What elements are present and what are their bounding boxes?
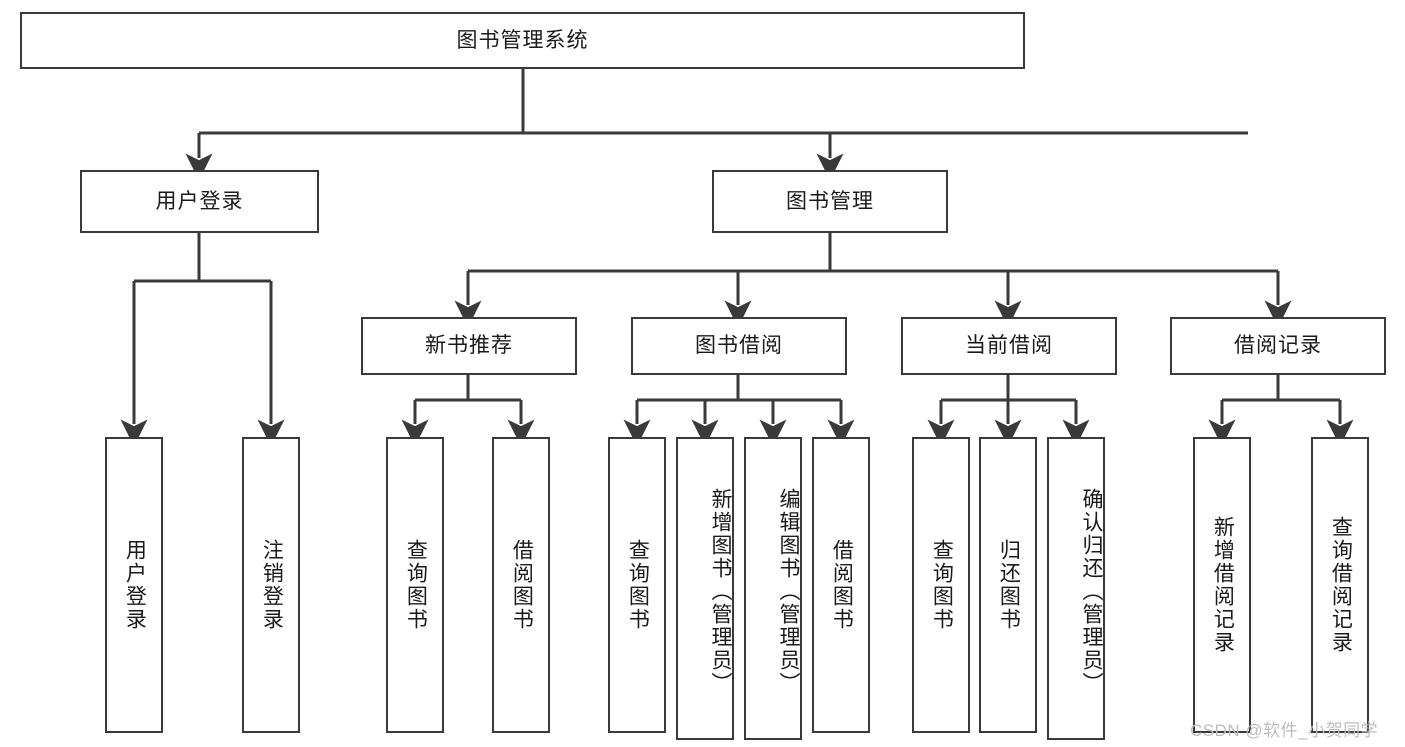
leaf-current-borrow-3[interactable]: 确认归还（管理员） <box>1047 437 1105 740</box>
leaf-book-borrow-4[interactable]: 借阅图书 <box>812 437 870 733</box>
node-borrow-record[interactable]: 借阅记录 <box>1170 317 1386 375</box>
node-new-book-recommend[interactable]: 新书推荐 <box>361 317 577 375</box>
leaf-borrow-record-1[interactable]: 新增借阅记录 <box>1193 437 1251 733</box>
leaf-current-borrow-1[interactable]: 查询图书 <box>912 437 970 733</box>
leaf-book-borrow-1[interactable]: 查询图书 <box>608 437 666 733</box>
leaf-current-borrow-2[interactable]: 归还图书 <box>979 437 1037 733</box>
leaf-book-borrow-2[interactable]: 新增图书（管理员） <box>676 437 734 740</box>
leaf-book-borrow-3[interactable]: 编辑图书（管理员） <box>744 437 802 740</box>
leaf-borrow-record-2[interactable]: 查询借阅记录 <box>1311 437 1369 733</box>
leaf-new-book-rec-1[interactable]: 查询图书 <box>386 437 444 733</box>
node-book-manage[interactable]: 图书管理 <box>712 170 948 233</box>
node-user-login[interactable]: 用户登录 <box>80 170 319 233</box>
node-current-borrow[interactable]: 当前借阅 <box>901 317 1117 375</box>
node-root[interactable]: 图书管理系统 <box>20 12 1025 69</box>
node-book-borrow[interactable]: 图书借阅 <box>631 317 847 375</box>
leaf-new-book-rec-2[interactable]: 借阅图书 <box>492 437 550 733</box>
leaf-user-login-2[interactable]: 注销登录 <box>242 437 300 733</box>
leaf-user-login-1[interactable]: 用户登录 <box>105 437 163 733</box>
